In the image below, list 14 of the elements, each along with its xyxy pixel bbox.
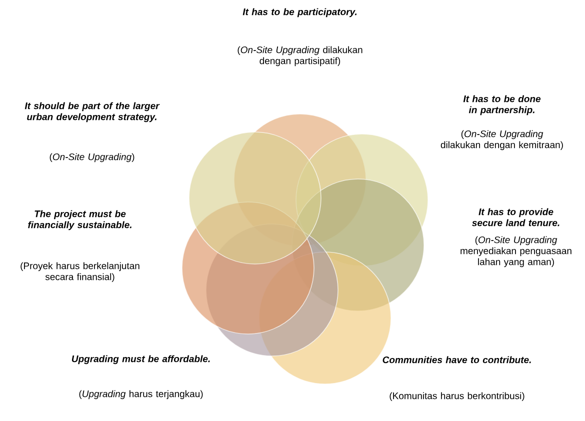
- body-text: (On-Site Upgrading dilakukan dengan partisipatif): [238, 46, 362, 66]
- heading-text: It has to be done in partnership.: [463, 95, 541, 116]
- heading-text: It has to provide secure land tenure.: [472, 208, 560, 226]
- body-text: (Upgrading harus terjangkau): [79, 390, 203, 400]
- body-text: (Proyek harus berkelanjutan secara finansial): [20, 262, 140, 282]
- heading-text: It should be part of the larger urban development strategy.: [24, 102, 160, 122]
- heading-text: The project must be financially sustainable.: [28, 210, 132, 230]
- heading-text: Communities have to contribute.: [382, 356, 531, 364]
- body-text: (On-Site Upgrading): [50, 153, 134, 162]
- body-text: (On-Site Upgrading menyediakan penguasaan lahan yang aman): [460, 236, 572, 268]
- body-text: (On-Site Upgrading dilakukan dengan kemitraan): [440, 130, 563, 150]
- heading-text: Upgrading must be affordable.: [72, 355, 210, 364]
- heading-text: It has to be participatory.: [242, 8, 357, 18]
- body-text: (Komunitas harus berkontribusi): [390, 392, 524, 402]
